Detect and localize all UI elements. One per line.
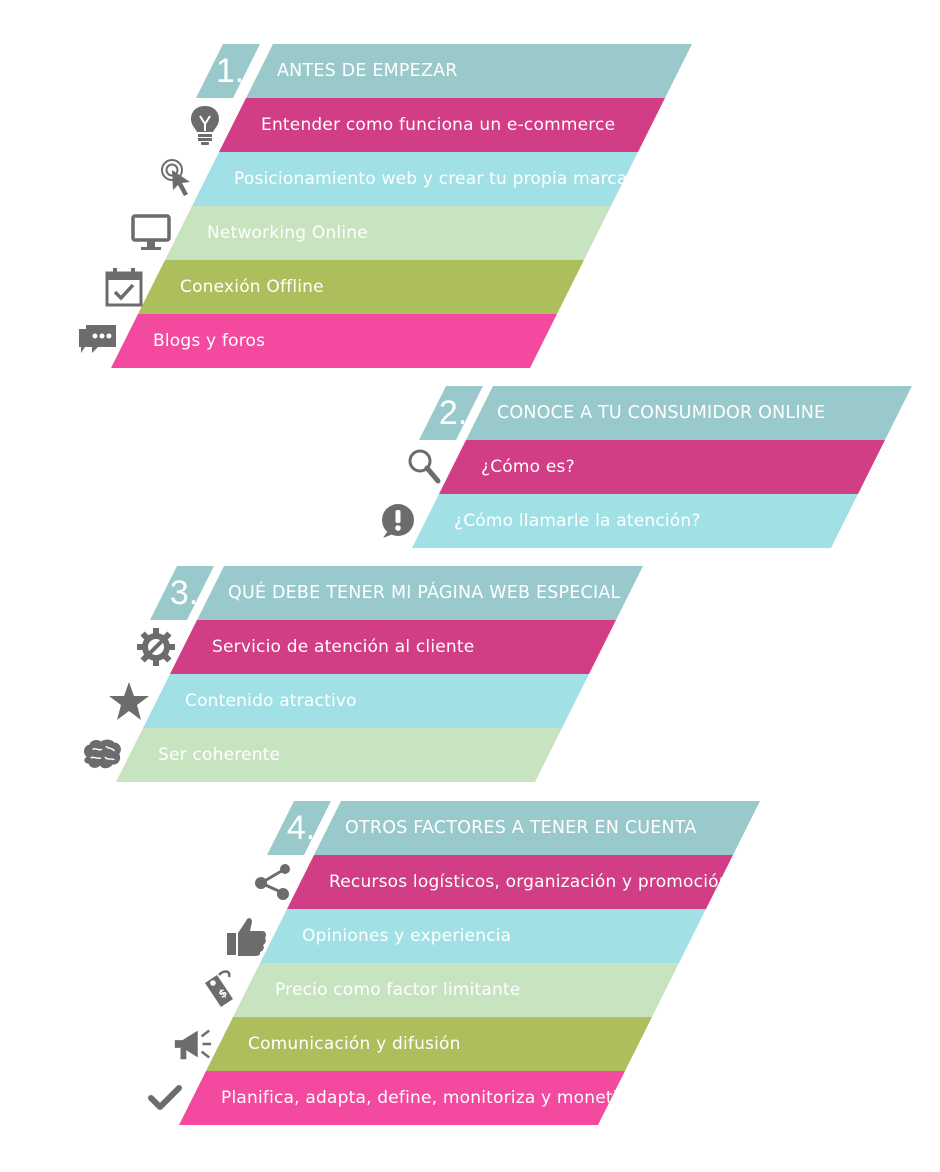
item-band: Blogs y foros (111, 314, 557, 368)
checkmark-icon (144, 1077, 186, 1119)
item-band: Precio como factor limitante (233, 963, 679, 1017)
item-band: Contenido atractivo (143, 674, 589, 728)
calendar-check-icon (103, 266, 145, 308)
section-header: QUÉ DEBE TENER MI PÁGINA WEB ESPECIAL (197, 566, 643, 620)
item-band: Opiniones y experiencia (260, 909, 706, 963)
megaphone-icon (171, 1023, 213, 1065)
item-band: Comunicación y difusión (206, 1017, 652, 1071)
item-band: ¿Cómo llamarle la atención? (412, 494, 858, 548)
gear-wrench-icon (135, 626, 177, 668)
chat-bubbles-icon (76, 320, 118, 362)
star-icon (108, 680, 150, 722)
item-band: ¿Cómo es? (439, 440, 885, 494)
item-band: Servicio de atención al cliente (170, 620, 616, 674)
exclamation-bubble-icon (377, 500, 419, 542)
item-band: Conexión Offline (138, 260, 584, 314)
lightbulb-icon (184, 104, 226, 146)
cursor-click-icon (157, 158, 199, 200)
monitor-icon (130, 212, 172, 254)
item-band: Networking Online (165, 206, 611, 260)
thumbs-up-icon (225, 915, 267, 957)
section-header: OTROS FACTORES A TENER EN CUENTA (314, 801, 760, 855)
item-band: Ser coherente (116, 728, 562, 782)
item-band: Entender como funciona un e-commerce (219, 98, 665, 152)
price-tag-icon: $ (198, 969, 240, 1011)
item-band: Recursos logísticos, organización y prom… (287, 855, 733, 909)
magnifier-icon (404, 446, 446, 488)
section-header: ANTES DE EMPEZAR (246, 44, 692, 98)
brain-icon (81, 734, 123, 776)
item-band: Planifica, adapta, define, monitoriza y … (179, 1071, 625, 1125)
item-band: Posicionamiento web y crear tu propia ma… (192, 152, 638, 206)
share-nodes-icon (252, 861, 294, 903)
section-header: CONOCE A TU CONSUMIDOR ONLINE (466, 386, 912, 440)
